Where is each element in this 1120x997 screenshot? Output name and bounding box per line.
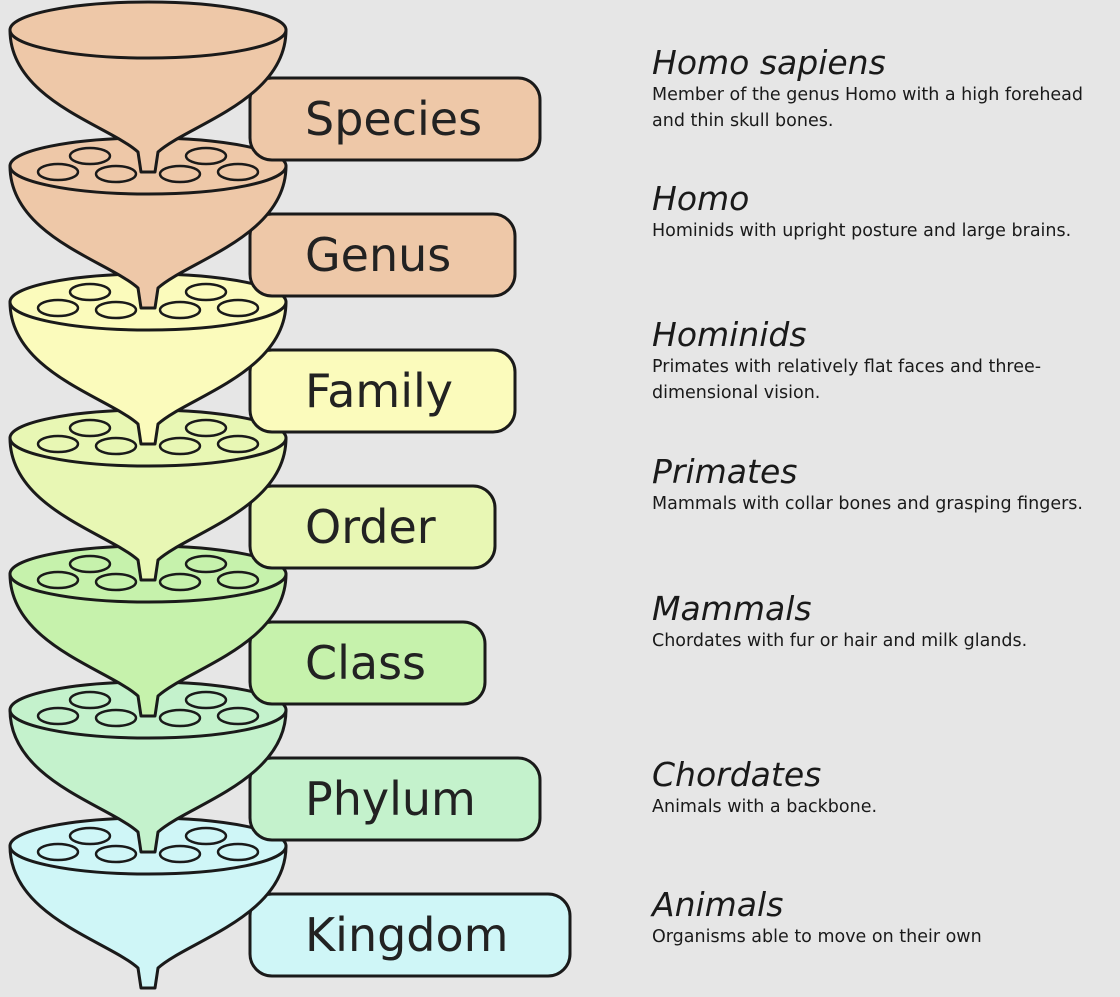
rim-hole: [38, 164, 78, 180]
rim-hole: [160, 438, 200, 454]
taxon-description: Member of the genus Homo with a high for…: [652, 82, 1112, 134]
rank-label-kingdom: Kingdom: [305, 908, 508, 962]
rim-hole: [70, 828, 110, 844]
description-species: Homo sapiens Member of the genus Homo wi…: [652, 44, 1120, 134]
rim-hole: [70, 692, 110, 708]
rim-hole: [160, 846, 200, 862]
rim-hole: [218, 844, 258, 860]
rim-hole: [38, 572, 78, 588]
rim-hole: [186, 828, 226, 844]
taxon-name: Primates: [652, 453, 1120, 491]
rank-label-phylum: Phylum: [305, 772, 476, 826]
rim-hole: [186, 692, 226, 708]
taxon-name: Animals: [652, 886, 1120, 924]
description-phylum: Chordates Animals with a backbone.: [652, 756, 1120, 820]
description-class: Mammals Chordates with fur or hair and m…: [652, 590, 1120, 654]
rim-hole: [38, 708, 78, 724]
rim-hole: [70, 420, 110, 436]
rank-label-order: Order: [305, 500, 436, 554]
rim-hole: [70, 556, 110, 572]
taxon-description: Animals with a backbone.: [652, 794, 1112, 820]
rank-label-genus: Genus: [305, 228, 451, 282]
rim-hole: [38, 436, 78, 452]
rim-hole: [96, 574, 136, 590]
taxon-description: Hominids with upright posture and large …: [652, 218, 1112, 244]
funnels-group: Kingdom Phylum Class Order Family Genus Specie…: [10, 2, 570, 988]
rim-hole: [96, 710, 136, 726]
taxon-name: Homo sapiens: [652, 44, 1120, 82]
taxon-name: Chordates: [652, 756, 1120, 794]
rank-label-species: Species: [305, 92, 482, 146]
description-family: Hominids Primates with relatively flat f…: [652, 316, 1120, 406]
funnel-kingdom: Kingdom: [10, 818, 570, 988]
description-kingdom: Animals Organisms able to move on their …: [652, 886, 1120, 950]
rim-hole: [218, 164, 258, 180]
rim-hole: [38, 844, 78, 860]
rim-hole: [70, 148, 110, 164]
rim-hole: [186, 420, 226, 436]
rim-hole: [96, 166, 136, 182]
funnel-rim: [10, 2, 286, 58]
taxon-name: Hominids: [652, 316, 1120, 354]
rim-hole: [96, 846, 136, 862]
rim-hole: [186, 148, 226, 164]
rim-hole: [218, 572, 258, 588]
rim-hole: [160, 710, 200, 726]
rim-hole: [186, 556, 226, 572]
description-genus: Homo Hominids with upright posture and l…: [652, 180, 1120, 244]
rank-label-family: Family: [305, 364, 453, 418]
rim-hole: [160, 574, 200, 590]
rim-hole: [70, 284, 110, 300]
rim-hole: [218, 708, 258, 724]
rim-hole: [160, 166, 200, 182]
rim-hole: [218, 436, 258, 452]
taxon-description: Primates with relatively flat faces and …: [652, 354, 1112, 406]
description-order: Primates Mammals with collar bones and g…: [652, 453, 1120, 517]
rim-hole: [38, 300, 78, 316]
taxon-name: Mammals: [652, 590, 1120, 628]
taxon-description: Mammals with collar bones and grasping f…: [652, 491, 1112, 517]
rim-hole: [218, 300, 258, 316]
rim-hole: [96, 302, 136, 318]
rim-hole: [96, 438, 136, 454]
taxon-description: Chordates with fur or hair and milk glan…: [652, 628, 1112, 654]
rank-label-class: Class: [305, 636, 426, 690]
taxon-description: Organisms able to move on their own: [652, 924, 1112, 950]
rim-hole: [160, 302, 200, 318]
rim-hole: [186, 284, 226, 300]
taxon-name: Homo: [652, 180, 1120, 218]
